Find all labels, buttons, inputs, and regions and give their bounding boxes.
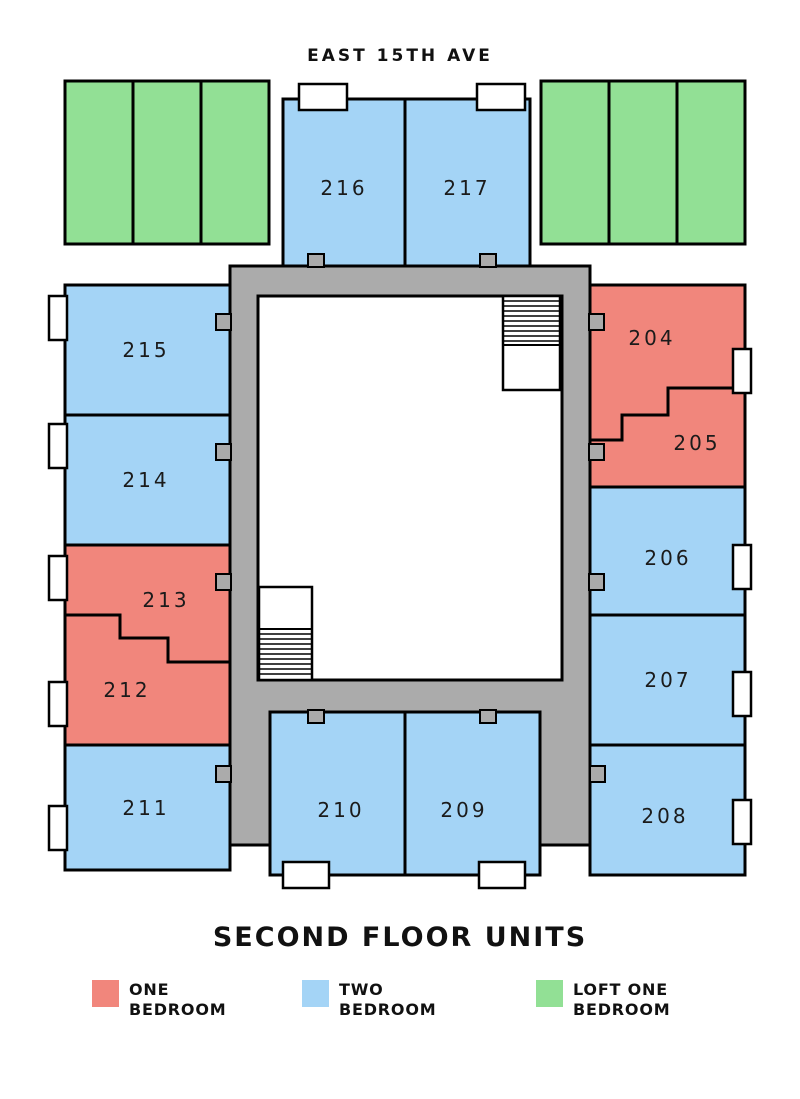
unit-label-207: 207 [644, 668, 691, 692]
legend-label-two-bedroom: TWO BEDROOM [339, 980, 436, 1020]
unit-210 [268, 710, 407, 877]
unit-label-213: 213 [142, 588, 189, 612]
stairs-northeast [501, 294, 562, 392]
window-tab [47, 680, 69, 728]
loft-unit-west [63, 79, 271, 246]
corridor-tooth [588, 313, 605, 331]
corridor-tooth [215, 443, 232, 461]
corridor-tooth [215, 573, 232, 591]
unit-label-206: 206 [644, 546, 691, 570]
legend-line: BEDROOM [129, 1000, 227, 1019]
stair-box [501, 294, 562, 392]
window-tab [47, 804, 69, 852]
plan-title: SECOND FLOOR UNITS [212, 922, 588, 953]
unit-215 [63, 283, 232, 417]
window-tab [47, 554, 69, 602]
legend-line: ONE [129, 980, 170, 999]
corridor-tooth [479, 253, 497, 268]
one-bedroom-swatch [92, 980, 119, 1007]
unit-209 [403, 710, 542, 877]
unit-208 [588, 743, 747, 877]
stair-treads [259, 633, 312, 675]
legend: ONE BEDROOM TWO BEDROOM LOFT ONE BEDROOM [0, 980, 800, 1050]
unit-label-215: 215 [122, 338, 169, 362]
unit-206 [588, 485, 747, 617]
window-tab [475, 82, 527, 112]
two-bedroom-swatch [302, 980, 329, 1007]
window-tab [281, 860, 331, 890]
unit-label-214: 214 [122, 468, 169, 492]
legend-label-loft-one-bedroom: LOFT ONE BEDROOM [573, 980, 670, 1020]
legend-line: TWO [339, 980, 384, 999]
corridor-tooth [589, 765, 606, 783]
window-tab [731, 798, 753, 846]
legend-line: BEDROOM [339, 1000, 437, 1019]
corridor-tooth [215, 765, 232, 783]
unit-label-208: 208 [641, 804, 688, 828]
legend-line: BEDROOM [573, 1000, 671, 1019]
unit-label-204: 204 [628, 326, 675, 350]
unit-207 [588, 613, 747, 747]
legend-label-one-bedroom: ONE BEDROOM [129, 980, 226, 1020]
window-tab [47, 294, 69, 342]
legend-item-loft-one-bedroom: LOFT ONE BEDROOM [536, 980, 670, 1020]
unit-217 [403, 97, 532, 268]
unit-216 [281, 97, 407, 268]
corridor-tooth [588, 443, 605, 461]
unit-214 [63, 413, 232, 547]
unit-label-209: 209 [440, 798, 487, 822]
legend-line: LOFT ONE [573, 980, 668, 999]
unit-label-216: 216 [320, 176, 367, 200]
loft-block-east [539, 79, 747, 246]
unit-label-205: 205 [673, 431, 720, 455]
street-label: EAST 15TH AVE [307, 46, 493, 66]
legend-item-one-bedroom: ONE BEDROOM [92, 980, 226, 1020]
window-tab [297, 82, 349, 112]
window-tab [731, 543, 753, 591]
window-tab [731, 670, 753, 718]
loft-unit-east [539, 79, 747, 246]
window-tab [47, 422, 69, 470]
loft-block-west [63, 79, 271, 246]
stairs-southwest [257, 585, 314, 682]
unit-211 [63, 743, 232, 872]
window-tab [477, 860, 527, 890]
corridor-tooth [307, 253, 325, 268]
unit-212 [63, 613, 232, 747]
corridor-tooth [307, 709, 325, 724]
corridor-tooth [479, 709, 497, 724]
unit-205 [588, 386, 747, 489]
unit-label-210: 210 [317, 798, 364, 822]
legend-item-two-bedroom: TWO BEDROOM [302, 980, 436, 1020]
window-tab [731, 347, 753, 395]
unit-label-217: 217 [443, 176, 490, 200]
unit-label-212: 212 [103, 678, 150, 702]
unit-label-211: 211 [122, 796, 169, 820]
stair-treads [503, 300, 560, 342]
loft-one-bedroom-swatch [536, 980, 563, 1007]
corridor-tooth [588, 573, 605, 591]
corridor-tooth [215, 313, 232, 331]
